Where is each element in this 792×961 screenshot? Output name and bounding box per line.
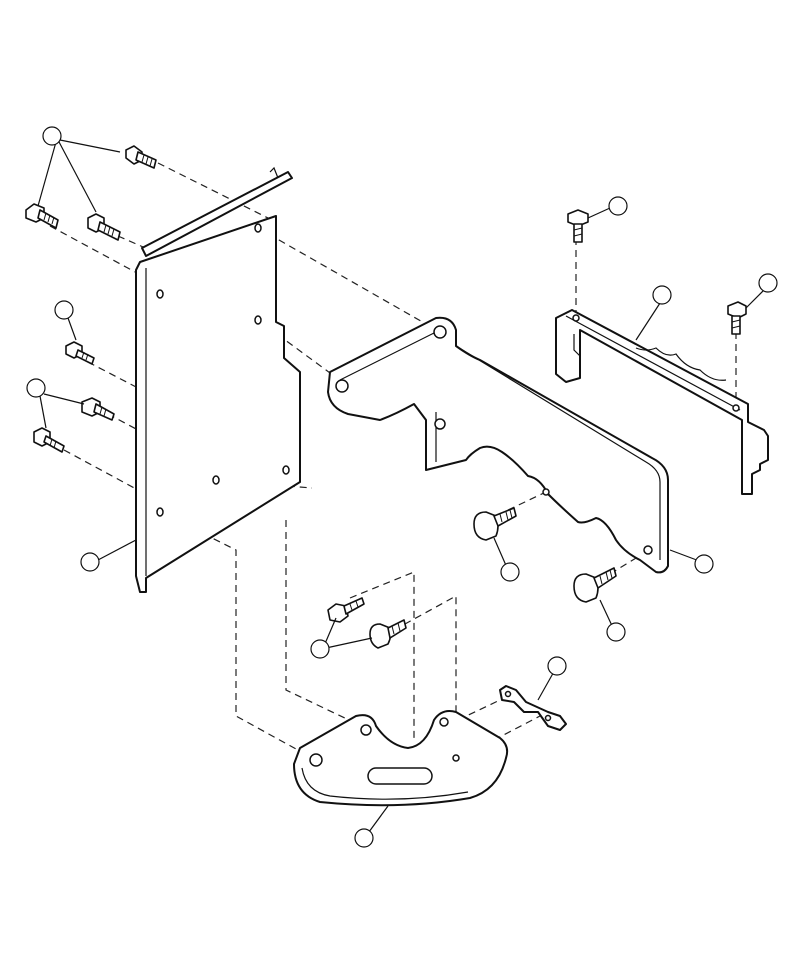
callout-c8 [694,554,714,574]
callout-c11 [310,639,330,659]
callout-c9 [500,562,520,582]
bracket-hole-4 [542,488,550,496]
bracket-hole-3 [434,418,446,430]
channel-hole-1 [572,314,580,322]
plate-hole-5 [282,465,290,475]
mount-slot [367,767,433,785]
mount-hole-3 [439,717,449,727]
bolt-top-1 [125,145,157,169]
callout-c7 [758,273,778,293]
callout-c13 [354,828,374,848]
callouts [26,126,778,848]
channel-hole-2 [732,404,740,412]
callout-c6 [652,285,672,305]
clip-hole-2 [544,714,552,722]
bolt-mid-3 [33,427,65,453]
callout-c3 [26,378,46,398]
plate-hole-1 [254,223,262,233]
flange-bolt-1 [473,507,517,541]
mount-hole-4 [452,754,460,762]
mount-hole-1 [309,753,323,767]
bolt-mid-1 [65,341,95,365]
bracket-hole-5 [643,545,653,555]
callout-c2 [54,300,74,320]
clip-hole-1 [504,690,512,698]
small-clip [499,685,567,731]
bolt-top-right-1 [567,209,589,243]
flange-bolt-2 [573,567,617,603]
flange-bolt-3 [327,597,365,623]
bolt-left-1 [25,203,59,229]
bolt-left-2 [87,213,121,241]
bolt-mid-2 [81,397,115,421]
callout-c10 [606,622,626,642]
mount-hole-2 [360,724,372,736]
bolt-top-right-2 [727,301,747,335]
bracket-hole-1 [335,379,349,393]
callout-c12 [547,656,567,676]
plate-hole-4 [212,475,220,485]
callout-c1 [42,126,62,146]
flat-plate [135,166,301,593]
flange-bolt-4 [369,619,407,649]
channel-bracket [555,309,769,495]
plate-hole-6 [156,507,164,517]
plate-hole-3 [156,289,164,299]
main-bracket [327,316,669,574]
lower-mount-plate [293,710,509,807]
plate-hole-2 [254,315,262,325]
callout-c5 [608,196,628,216]
bracket-hole-2 [433,325,447,339]
callout-c4 [80,552,100,572]
